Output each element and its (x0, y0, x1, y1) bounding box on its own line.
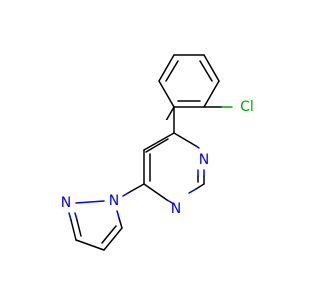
bond-pyrimidine-pyrazole-blue (122, 192, 129, 197)
pyr-c2-n1-blue (188, 188, 197, 194)
pyrazole-n2-label: N (61, 195, 71, 211)
bond-c2-c3-inner (165, 60, 179, 82)
structure-diagram: Cl (61, 54, 254, 251)
pyr-n1-c6-black (143, 183, 168, 201)
pz-c4-c5 (103, 227, 123, 251)
pyrimidine-n3-label: N (199, 152, 209, 168)
pyrazole-n1-label: N (109, 193, 119, 209)
bond-pyrimidine-pyrazole (127, 183, 145, 194)
pz-n2-c3-inner-blue (74, 212, 78, 221)
pyrimidine-n1-label: N (171, 201, 181, 217)
bond-c2-c3 (158, 54, 175, 82)
bond-c1-c2 (158, 80, 175, 108)
bond-c5-c6 (203, 80, 220, 108)
pyr-c4-n3 (173, 132, 197, 147)
pz-n1-n2 (75, 200, 105, 204)
pz-n2-c3-blue (68, 212, 72, 221)
bond-c4-c5 (203, 54, 220, 82)
chlorine-atom-label: Cl (240, 99, 254, 115)
pz-c4-c5-inner (101, 225, 117, 244)
bond-c4-c5-inner (199, 60, 213, 82)
pyrimidine (143, 132, 205, 205)
pz-c5-n1-blue (116, 210, 120, 219)
pz-c5-n1-black (118, 217, 123, 229)
pz-n2-c3 (70, 219, 77, 241)
pz-n2-c3-inner (76, 219, 82, 237)
pz-c3-c4 (75, 239, 105, 251)
mask-2 (115, 120, 225, 230)
pyr-c4-n3-blue (195, 145, 200, 149)
pyr-c2-n1 (195, 183, 205, 190)
pyr-c4-c5-inner (145, 138, 169, 153)
pyr-c4-c5 (143, 132, 175, 151)
chlorophenyl-ring (158, 54, 220, 108)
pyr-n1-c6 (166, 199, 175, 205)
pyrazole-ring (68, 200, 123, 251)
